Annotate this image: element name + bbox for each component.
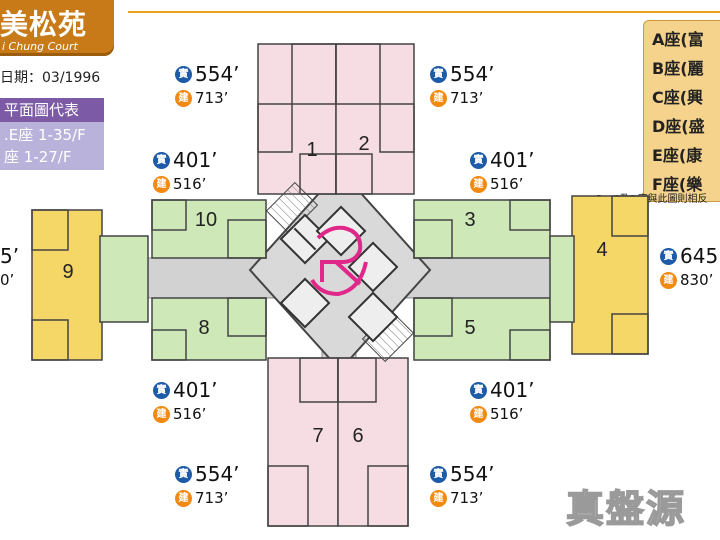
estate-title-en: i Chung Court — [2, 40, 78, 53]
unit-10-shape — [151, 199, 267, 259]
unit-3-shape — [413, 199, 551, 259]
legend-title: 平面圖代表 — [0, 98, 104, 122]
developer-logo — [310, 225, 368, 297]
net-area-icon: 實 — [470, 151, 487, 169]
gross-area: 516’ — [173, 405, 207, 423]
gross-area-icon: 建 — [470, 405, 487, 423]
net-area: 645 — [680, 244, 719, 268]
net-area-icon: 實 — [153, 381, 170, 399]
net-area-icon: 實 — [470, 381, 487, 399]
gross-area-icon: 建 — [153, 405, 170, 423]
gross-area: 713’ — [450, 89, 484, 107]
estate-title: 美松苑 — [0, 8, 88, 41]
gross-area-icon: 建 — [430, 89, 447, 107]
unit-number-10: 10 — [195, 209, 217, 231]
net-area-icon: 實 — [153, 151, 170, 169]
intake-date: 日期：03/1996 — [0, 70, 101, 86]
net-area: 401’ — [490, 148, 535, 172]
estate-title-box: 美松苑 i Chung Court — [0, 0, 114, 56]
watermark: 真盤源 — [565, 486, 687, 532]
net-area: 401’ — [173, 148, 218, 172]
net-area: 554’ — [195, 62, 240, 86]
unit-2-shape — [335, 43, 415, 195]
gross-area-icon: 建 — [470, 175, 487, 193]
unit-number-5: 5 — [464, 317, 475, 339]
block-d: D座(盛 — [652, 117, 705, 136]
unit-number-1: 1 — [306, 139, 317, 161]
legend-line-2: 座 1-27/F — [4, 148, 72, 166]
legend-line-1: .E座 1-35/F — [4, 126, 86, 144]
unit-number-7: 7 — [312, 425, 323, 447]
unit-number-3: 3 — [464, 209, 475, 231]
block-a: A座(富 — [652, 30, 704, 49]
net-area: 554’ — [450, 462, 495, 486]
net-area: 5’ — [0, 244, 20, 268]
gross-area: 516’ — [490, 405, 524, 423]
unit-9-shape — [31, 209, 149, 361]
legend-body: .E座 1-35/F 座 1-27/F — [0, 122, 104, 170]
unit-5-shape — [413, 297, 551, 361]
net-area: 401’ — [173, 378, 218, 402]
net-area: 554’ — [195, 462, 240, 486]
unit-number-6: 6 — [352, 425, 363, 447]
gross-area: 516’ — [490, 175, 524, 193]
block-list: A座(富 B座(麗 C座(興 D座(盛 E座(康 F座(樂 — [643, 20, 720, 202]
gross-area-icon: 建 — [175, 489, 192, 507]
gross-area-icon: 建 — [430, 489, 447, 507]
net-area-icon: 實 — [430, 465, 447, 483]
net-area-icon: 實 — [175, 65, 192, 83]
gross-area-icon: 建 — [660, 271, 677, 289]
unit-number-4: 4 — [596, 239, 607, 261]
block-f: F座(樂 — [652, 175, 703, 194]
unit-8-shape — [151, 297, 267, 361]
unit-6-shape — [337, 357, 409, 527]
unit-number-8: 8 — [198, 317, 209, 339]
unit-number-9: 9 — [62, 261, 73, 283]
net-area-icon: 實 — [660, 247, 677, 265]
gross-area: 516’ — [173, 175, 207, 193]
unit-4-shape — [549, 195, 649, 355]
gross-area: 713’ — [195, 489, 229, 507]
header-rule — [128, 11, 720, 13]
unit-number-2: 2 — [358, 133, 369, 155]
gross-area: 0’ — [0, 271, 15, 289]
unit-7-shape — [267, 357, 339, 527]
net-area: 554’ — [450, 62, 495, 86]
block-c: C座(興 — [652, 88, 704, 107]
area-left-side: 5’ 0’ — [0, 244, 19, 292]
gross-area-icon: 建 — [153, 175, 170, 193]
gross-area: 830’ — [680, 271, 714, 289]
unit-1-shape — [257, 43, 337, 195]
block-e: E座(康 — [652, 146, 703, 165]
block-b: B座(麗 — [652, 59, 704, 78]
lift-shafts — [279, 205, 399, 343]
gross-area: 713’ — [450, 489, 484, 507]
net-area: 401’ — [490, 378, 535, 402]
net-area-icon: 實 — [430, 65, 447, 83]
gross-area-icon: 建 — [175, 89, 192, 107]
mirror-note: B、C及D座與此圖則相反 — [596, 194, 708, 205]
net-area-icon: 實 — [175, 465, 192, 483]
gross-area: 713’ — [195, 89, 229, 107]
